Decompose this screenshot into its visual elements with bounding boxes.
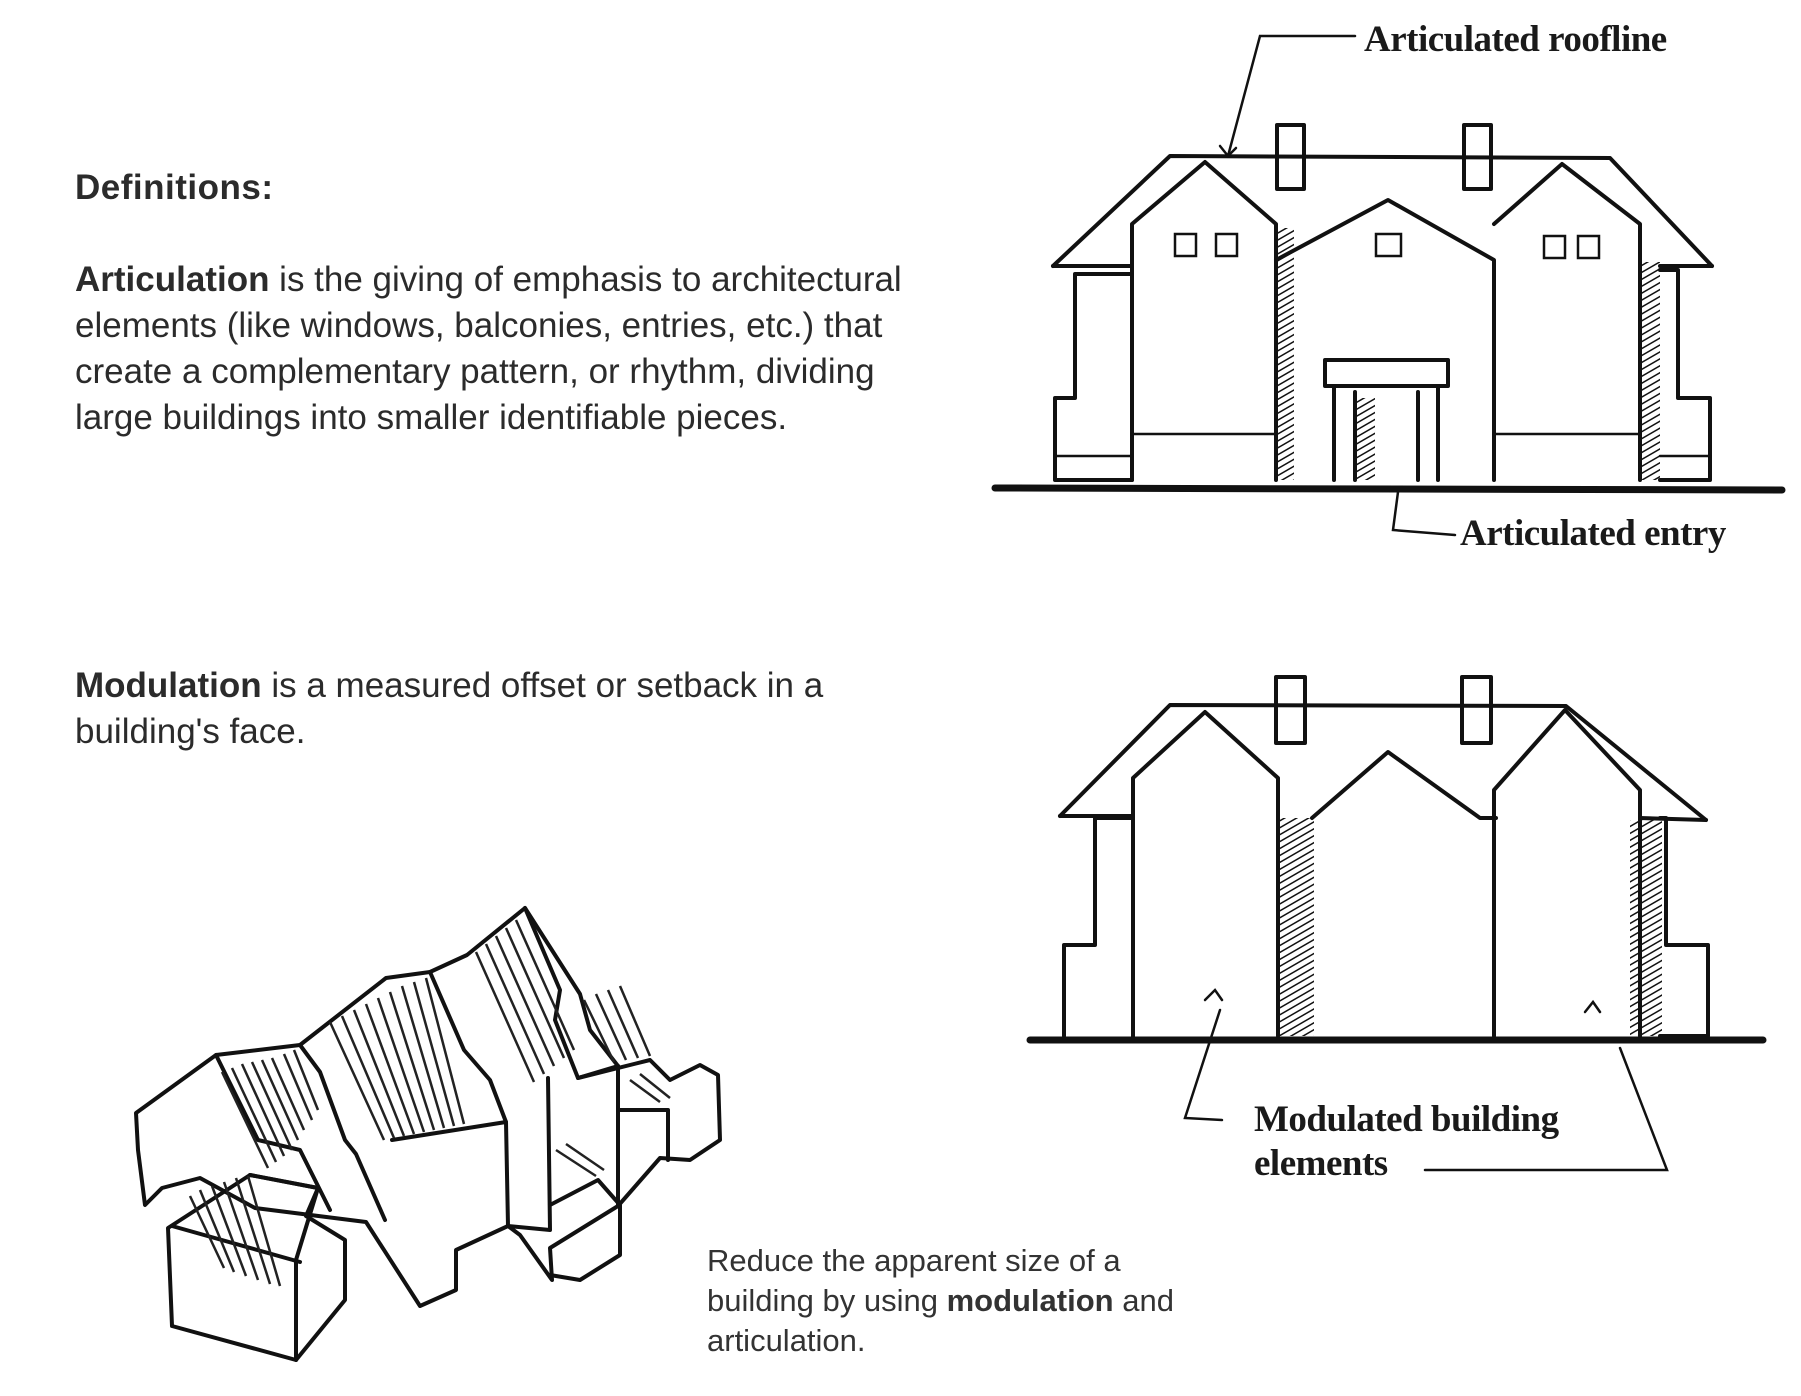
sketch-eave-1 — [390, 1120, 508, 1142]
left-gable-mod — [1131, 710, 1280, 1038]
sketch-roof-edge-2 — [298, 1043, 387, 1222]
modulation-definition: Modulation is a measured offset or setba… — [75, 663, 955, 755]
modulation-sketch — [134, 906, 722, 1362]
leader-mod-right — [1423, 1046, 1669, 1172]
label-modulated-line2: elements — [1254, 1143, 1388, 1184]
modulated-building — [1026, 675, 1767, 1172]
label-articulated-roofline: Articulated roofline — [1364, 19, 1667, 60]
sketch-hatching — [188, 919, 671, 1287]
left-wing-mod — [1062, 816, 1135, 1038]
caption-term-modulation: modulation — [946, 1283, 1114, 1318]
entry-posts — [1332, 384, 1440, 482]
right-wing — [1658, 268, 1712, 482]
arrow-right-element — [1583, 999, 1602, 1014]
setback-hatch-left-mod — [1278, 818, 1314, 1036]
right-gable-mod — [1492, 708, 1642, 1038]
sketch-right-wall — [506, 1076, 552, 1232]
definitions-heading: Definitions: — [75, 168, 274, 207]
sketch-caption: Reduce the apparent size of a building b… — [707, 1241, 1207, 1361]
sketch-right-step — [616, 1064, 670, 1162]
chimney-left — [1275, 123, 1306, 191]
leader-entry — [1391, 490, 1457, 537]
setback-hatch-right-mod — [1630, 820, 1662, 1036]
arrowhead-roofline — [1218, 144, 1238, 158]
sketch-roof-edge-3 — [428, 970, 510, 1228]
setback-hatch-right — [1642, 262, 1660, 480]
window — [1374, 232, 1403, 258]
left-wing — [1053, 272, 1134, 482]
center-gable — [1274, 198, 1496, 482]
right-wing-mod — [1658, 816, 1710, 1038]
modulation-text: is a measured offset or setback in a bui… — [75, 666, 824, 751]
right-gable — [1492, 162, 1642, 482]
window — [1214, 232, 1239, 258]
setback-hatch-left — [1278, 228, 1294, 480]
main-roof — [1051, 154, 1714, 268]
chimney-left-mod — [1274, 675, 1307, 745]
articulation-term: Articulation — [75, 260, 270, 299]
label-modulated-line1: Modulated building — [1254, 1099, 1559, 1140]
entry-canopy — [1323, 358, 1450, 388]
chimney-right-mod — [1460, 675, 1493, 745]
window — [1542, 234, 1567, 260]
center-gable-mod — [1310, 750, 1498, 820]
arrow-left-element — [1203, 988, 1224, 1002]
window — [1173, 232, 1198, 258]
main-roof-mod — [1058, 703, 1708, 822]
sketch-small-block — [548, 1178, 622, 1282]
caption-part2: and articulation. — [707, 1283, 1174, 1358]
leader-roofline — [1226, 34, 1357, 158]
left-gable — [1130, 160, 1278, 482]
label-articulated-entry: Articulated entry — [1460, 513, 1726, 554]
entry-door-hatch — [1357, 398, 1375, 480]
articulation-definition: Articulation is the giving of emphasis t… — [75, 257, 955, 441]
sketch-front-roof — [248, 1173, 320, 1362]
base-bands — [1053, 432, 1712, 458]
modulation-term: Modulation — [75, 666, 262, 705]
right-eave-mod — [1638, 816, 1708, 822]
window — [1576, 234, 1601, 260]
caption-part1: Reduce the apparent size of a building b… — [707, 1243, 1121, 1318]
articulation-text: is the giving of emphasis to architectur… — [75, 260, 902, 437]
leader-mod-left — [1183, 1008, 1224, 1122]
ground-line-top — [991, 484, 1786, 494]
articulated-building — [991, 34, 1786, 537]
chimney-right — [1462, 123, 1493, 191]
sketch-front-ridge — [170, 1224, 302, 1264]
sketch-main-block — [134, 906, 620, 1308]
